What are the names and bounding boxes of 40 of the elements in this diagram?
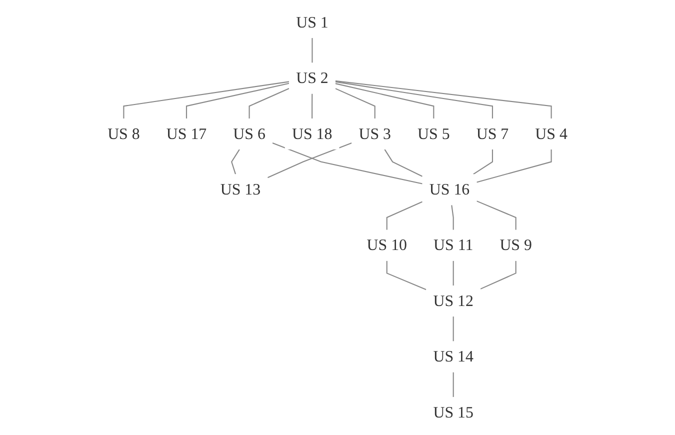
connector bbox=[335, 88, 376, 118]
connector bbox=[480, 260, 516, 290]
connector bbox=[452, 316, 454, 342]
connector bbox=[473, 149, 493, 175]
connector bbox=[451, 205, 454, 230]
node-text: US 13 bbox=[220, 180, 261, 198]
node-text: US 6 bbox=[233, 124, 266, 142]
connector bbox=[452, 372, 454, 397]
connector bbox=[476, 149, 552, 183]
node-text: US 17 bbox=[166, 124, 207, 142]
connector bbox=[386, 201, 423, 230]
connector bbox=[335, 80, 552, 118]
connector bbox=[312, 38, 313, 63]
connector bbox=[248, 88, 290, 118]
node-text: US 8 bbox=[108, 124, 140, 142]
connector bbox=[123, 81, 290, 118]
node-text: US 7 bbox=[476, 124, 509, 142]
node-text: US 3 bbox=[358, 124, 392, 142]
node-text: US 9 bbox=[500, 236, 532, 254]
node-text: US 12 bbox=[433, 292, 474, 310]
node-text: US 4 bbox=[535, 124, 568, 142]
node-text: US 15 bbox=[433, 403, 474, 421]
connector bbox=[384, 149, 423, 177]
connector bbox=[312, 94, 313, 118]
connector bbox=[186, 82, 290, 118]
connector bbox=[267, 142, 352, 178]
node-text: US 2 bbox=[296, 68, 328, 87]
node-text: US 5 bbox=[418, 124, 450, 142]
node-text: US 10 bbox=[366, 236, 407, 254]
connector bbox=[452, 260, 454, 286]
node-text: US 11 bbox=[434, 236, 474, 254]
connector bbox=[335, 81, 493, 118]
connector bbox=[272, 142, 422, 184]
connector bbox=[386, 260, 426, 290]
node-text: US 14 bbox=[433, 347, 474, 366]
node-text: US 1 bbox=[296, 13, 328, 31]
connector bbox=[476, 200, 516, 230]
node-text: US 16 bbox=[429, 180, 470, 198]
connector bbox=[335, 83, 434, 118]
connector bbox=[231, 149, 240, 174]
